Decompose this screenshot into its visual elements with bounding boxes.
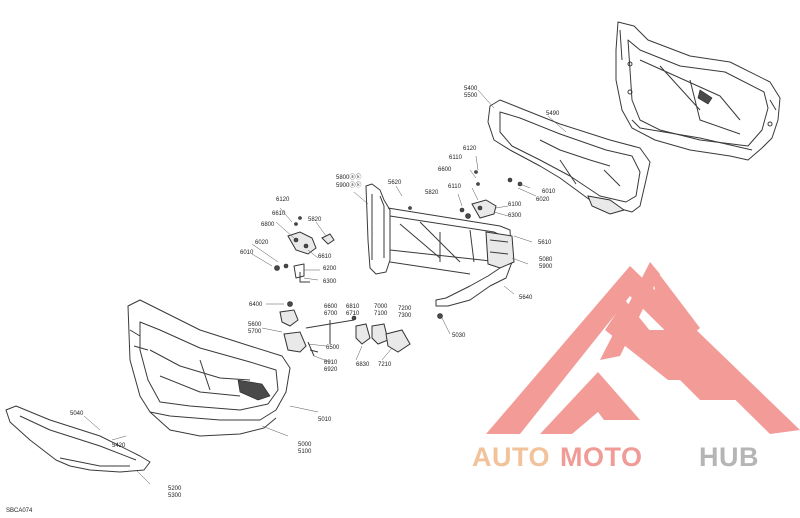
label-5040: 5040 <box>70 411 84 417</box>
label-7200: 7200 <box>398 306 412 312</box>
door-frame-upper-right <box>615 21 781 161</box>
label-5400: 5400 <box>464 86 478 92</box>
label-6920: 6920 <box>324 367 338 373</box>
watermark-auto-text: AUTO <box>472 442 550 472</box>
label-5010: 5010 <box>318 417 332 423</box>
label-5080: 5080 <box>539 257 553 263</box>
door-inner-panel-upper <box>487 99 651 215</box>
label-6400: 6400 <box>249 302 263 308</box>
door-panel-lower <box>127 299 291 437</box>
label-5000: 5000 <box>298 442 312 448</box>
label-7300: 7300 <box>398 313 412 319</box>
label-6700: 6700 <box>324 311 338 317</box>
label-6010-right: 6010 <box>542 189 556 195</box>
label-6800: 6800 <box>261 222 275 228</box>
label-6010-left: 6010 <box>240 250 254 256</box>
hinge-assembly-left <box>274 216 335 283</box>
label-6300-right: 6300 <box>508 213 522 219</box>
label-6020-right: 6020 <box>536 197 550 203</box>
label-5620: 5620 <box>388 180 402 186</box>
label-5610: 5610 <box>538 240 552 246</box>
label-5800: 5800ⓐⓚ <box>336 173 361 181</box>
label-5600: 5600 <box>248 322 262 328</box>
label-7100: 7100 <box>374 311 388 317</box>
watermark-hub-text: HUB <box>699 442 759 472</box>
label-5030: 5030 <box>452 333 466 339</box>
label-6710: 6710 <box>346 311 360 317</box>
label-7210: 7210 <box>378 362 392 368</box>
latch-parts <box>279 301 411 357</box>
label-6610: 6610 <box>272 211 286 217</box>
watermark-moto-text: MOTO <box>560 442 643 472</box>
label-5490: 5490 <box>546 111 560 117</box>
label-6610-b: 6610 <box>318 254 332 260</box>
label-6910: 6910 <box>324 360 338 366</box>
door-frame-middle <box>365 183 515 307</box>
diagram-code: SBCA074 <box>6 508 33 514</box>
label-6110-b: 6110 <box>448 184 462 190</box>
label-5900: 5900ⓐⓚ <box>336 181 361 189</box>
label-6300-left: 6300 <box>323 279 337 285</box>
label-6120: 6120 <box>276 197 290 203</box>
label-5820-right: 5820 <box>425 190 439 196</box>
label-5500: 5500 <box>464 93 478 99</box>
watermark-logo: AUTO MOTO HUB <box>472 262 800 472</box>
label-5100: 5100 <box>298 449 312 455</box>
leader-lines <box>83 89 567 485</box>
part-number-labels: 6120 6610 6800 5820 6020 6010 6610 6200 … <box>6 86 560 514</box>
label-6830: 6830 <box>356 362 370 368</box>
label-5900-right: 5900 <box>539 264 553 270</box>
label-5200: 5200 <box>168 486 182 492</box>
label-5640: 5640 <box>519 295 533 301</box>
watermark-triangle-icon <box>486 262 800 434</box>
label-5420: 5420 <box>112 443 126 449</box>
label-6120-right: 6120 <box>463 146 477 152</box>
label-5300: 5300 <box>168 493 182 499</box>
hinge-assembly-right <box>408 170 523 319</box>
label-6110-a: 6110 <box>449 155 463 161</box>
label-7000: 7000 <box>374 304 388 310</box>
label-6600-b: 6600 <box>324 304 338 310</box>
label-6810: 6810 <box>346 304 360 310</box>
label-5820-left: 5820 <box>308 217 322 223</box>
label-6500: 6500 <box>326 345 340 351</box>
label-6020-left: 6020 <box>255 240 269 246</box>
label-5700: 5700 <box>248 329 262 335</box>
label-6600: 6600 <box>438 167 452 173</box>
label-6100: 6100 <box>508 202 522 208</box>
label-6200: 6200 <box>323 266 337 272</box>
door-trim-lower-left <box>5 405 151 473</box>
